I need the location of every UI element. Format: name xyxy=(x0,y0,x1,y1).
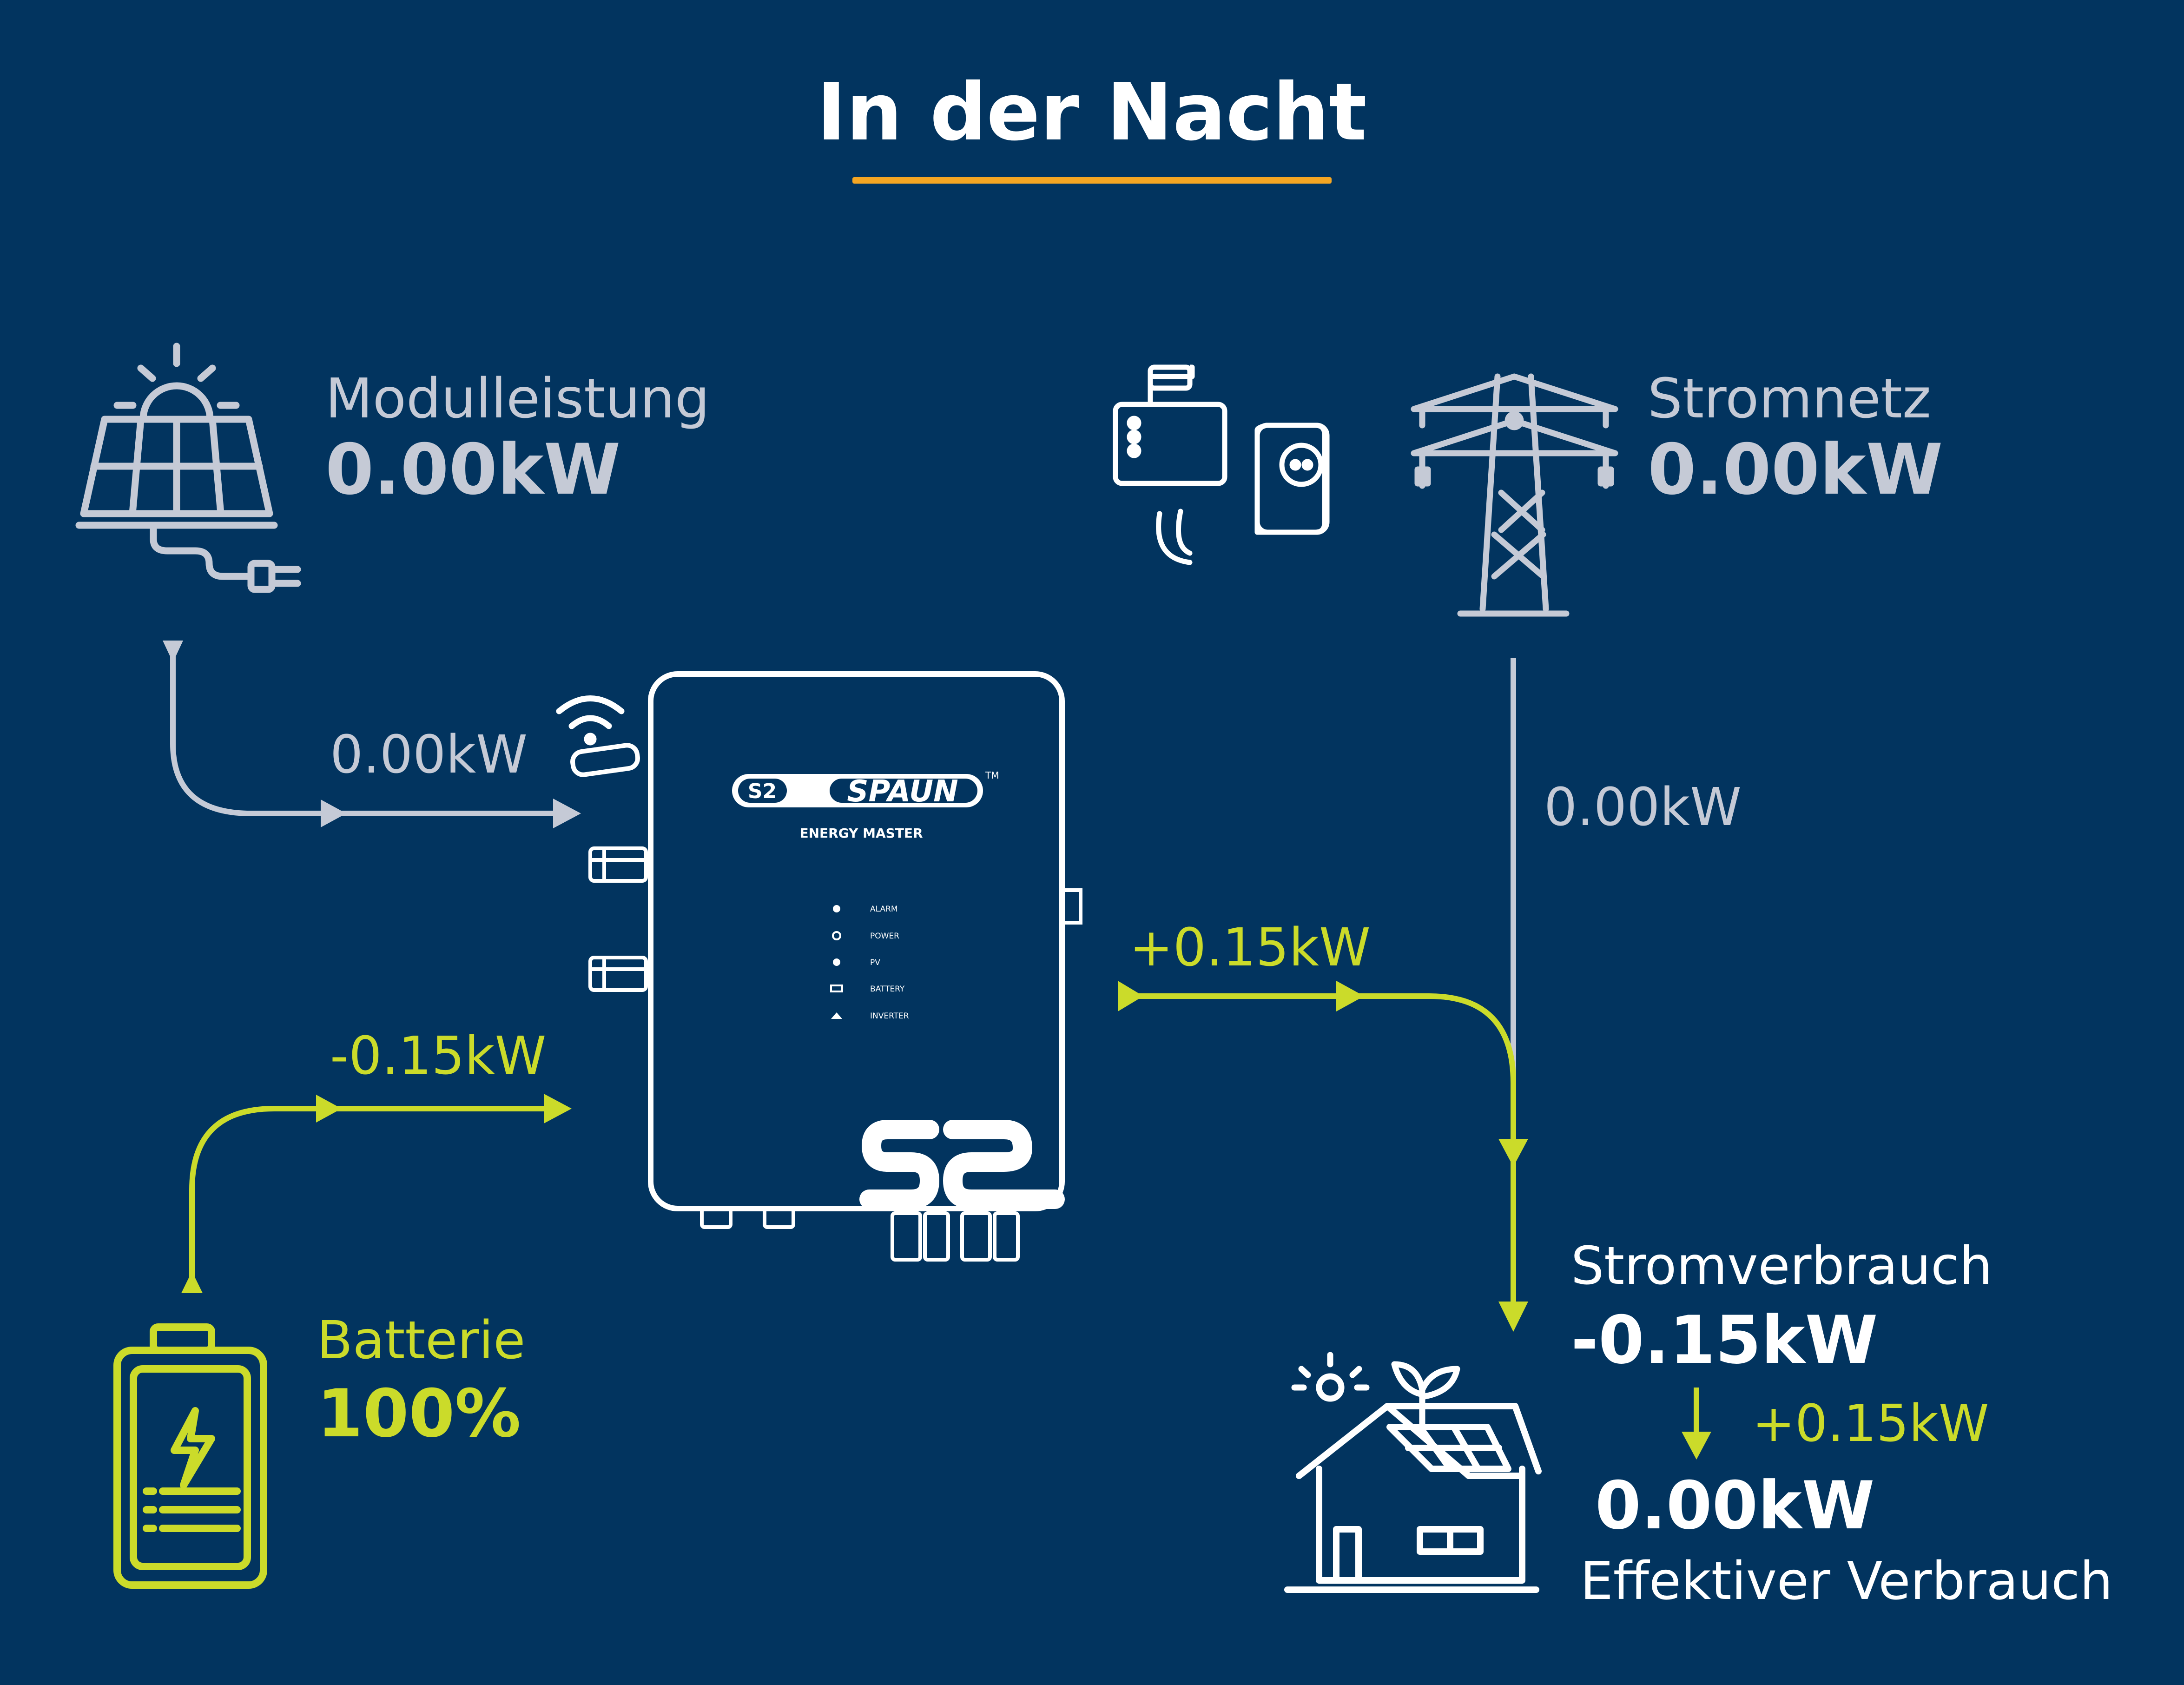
indicator-alarm: ALARM xyxy=(870,905,898,914)
smart-plug-icon xyxy=(1254,423,1330,535)
power-indicator-icon xyxy=(832,931,841,940)
energy-master-device: S2 SPAUN TM ENERGY MASTER ALARM POWER PV… xyxy=(556,671,1082,1262)
battery-flow-end-arrow xyxy=(544,1094,572,1123)
grid-flow-value: 0.00kW xyxy=(1544,777,1742,838)
solar-flow-mid-arrow xyxy=(321,800,346,827)
bottom-connectors xyxy=(700,1207,1020,1262)
device-body xyxy=(648,671,1065,1211)
battery-label: Batterie xyxy=(317,1310,525,1371)
battery-icon xyxy=(113,1323,267,1589)
inverter-indicator-icon xyxy=(831,1012,842,1019)
device-s2-mark xyxy=(859,1120,1065,1209)
device-trademark: TM xyxy=(985,770,999,781)
house-flow-mid-down-arrow xyxy=(1498,1139,1528,1167)
consumption-value: -0.15kW xyxy=(1571,1302,1878,1379)
indicator-pv: PV xyxy=(870,958,880,967)
battery-flow-value: -0.15kW xyxy=(330,1026,546,1086)
solar-value: 0.00kW xyxy=(325,430,620,510)
house-flow-mid-arrow xyxy=(1336,981,1364,1011)
page-title: In der Nacht xyxy=(817,66,1367,159)
solar-label: Modulleistung xyxy=(325,366,710,430)
alarm-indicator-icon xyxy=(833,905,840,912)
device-subtitle: ENERGY MASTER xyxy=(799,826,923,841)
meter-icon xyxy=(1113,364,1227,486)
house-flow-line xyxy=(1118,993,1516,1315)
device-logo-mark: S2 xyxy=(748,780,777,803)
sun-icon xyxy=(1291,1352,1370,1402)
wireless-signal-icon xyxy=(1156,509,1193,565)
grid-value: 0.00kW xyxy=(1648,430,1943,510)
battery-indicator-icon xyxy=(830,985,843,992)
device-logo-text: SPAUN xyxy=(847,774,958,809)
grid-label: Stromnetz xyxy=(1648,366,1931,430)
indicator-power: POWER xyxy=(870,932,899,941)
antenna xyxy=(570,743,640,777)
consumption-offset-value: +0.15kW xyxy=(1752,1394,1989,1453)
battery-value: 100% xyxy=(317,1375,521,1452)
sprout-icon xyxy=(1391,1361,1460,1428)
consumption-label: Stromverbrauch xyxy=(1571,1236,1993,1296)
effective-value: 0.00kW xyxy=(1595,1467,1874,1544)
house-flow-value: +0.15kW xyxy=(1129,918,1371,978)
solar-flow-start-arrow xyxy=(163,641,183,662)
indicator-inverter: INVERTER xyxy=(870,1011,909,1021)
house-flow-start-arrow xyxy=(1118,981,1143,1011)
power-tower-icon xyxy=(1411,373,1618,617)
title-underline xyxy=(852,177,1332,184)
indicator-battery: BATTERY xyxy=(870,985,905,994)
battery-flow-mid-arrow xyxy=(316,1095,342,1123)
effective-label: Effektiver Verbrauch xyxy=(1580,1551,2113,1612)
house-flow-end-arrow xyxy=(1498,1302,1528,1332)
wifi-icon xyxy=(556,695,625,746)
solar-panel-icon xyxy=(75,343,301,593)
solar-flow-end-arrow xyxy=(553,799,581,828)
solar-flow-line xyxy=(170,646,558,816)
pv-indicator-icon xyxy=(833,958,840,966)
side-connectors xyxy=(588,846,648,992)
battery-flow-start-arrow xyxy=(181,1271,203,1293)
battery-flow-line xyxy=(189,1106,555,1288)
consumption-offset-arrow xyxy=(1682,1432,1711,1460)
house-icon xyxy=(1284,1403,1542,1593)
solar-flow-value: 0.00kW xyxy=(330,725,528,785)
device-indicators: ALARM POWER PV BATTERY INVERTER xyxy=(830,905,909,1021)
